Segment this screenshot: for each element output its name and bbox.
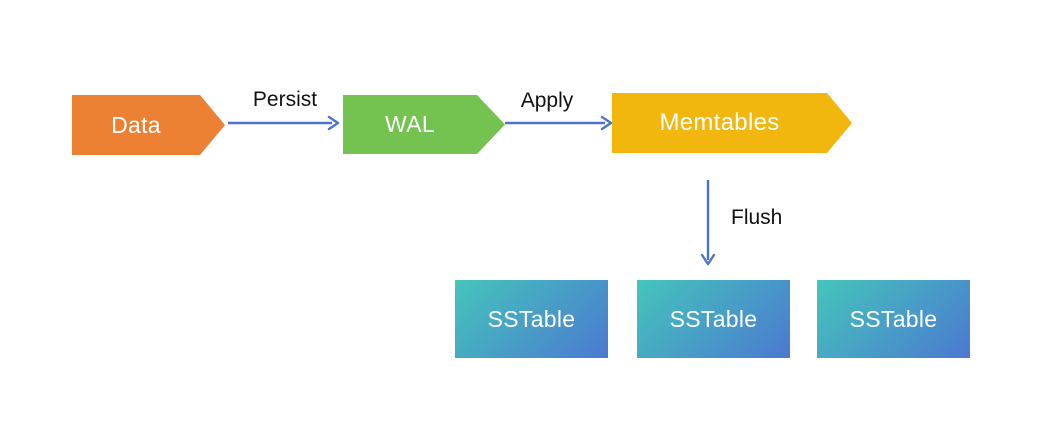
sstable-box-3: SSTable [817, 280, 970, 358]
persist-arrow-right-icon [228, 115, 340, 131]
sstable-box-3-label: SSTable [849, 305, 938, 332]
node-memtables-label: Memtables [659, 109, 780, 136]
apply-arrow-right-icon [505, 115, 613, 131]
node-wal-label: WAL [385, 111, 435, 137]
flush-arrow-down-icon [700, 180, 716, 266]
persist-edge-label: Persist [252, 88, 318, 111]
flush-edge-label: Flush [731, 206, 783, 229]
sstable-box-2: SSTable [637, 280, 790, 358]
node-data: Data [72, 95, 225, 155]
node-data-label: Data [111, 111, 161, 138]
apply-edge-label: Apply [520, 89, 574, 112]
sstable-box-2-label: SSTable [669, 305, 758, 332]
node-memtables: Memtables [612, 93, 852, 153]
sstable-box-1: SSTable [455, 280, 608, 358]
sstable-box-1-label: SSTable [487, 305, 576, 332]
node-wal: WAL [343, 95, 505, 154]
